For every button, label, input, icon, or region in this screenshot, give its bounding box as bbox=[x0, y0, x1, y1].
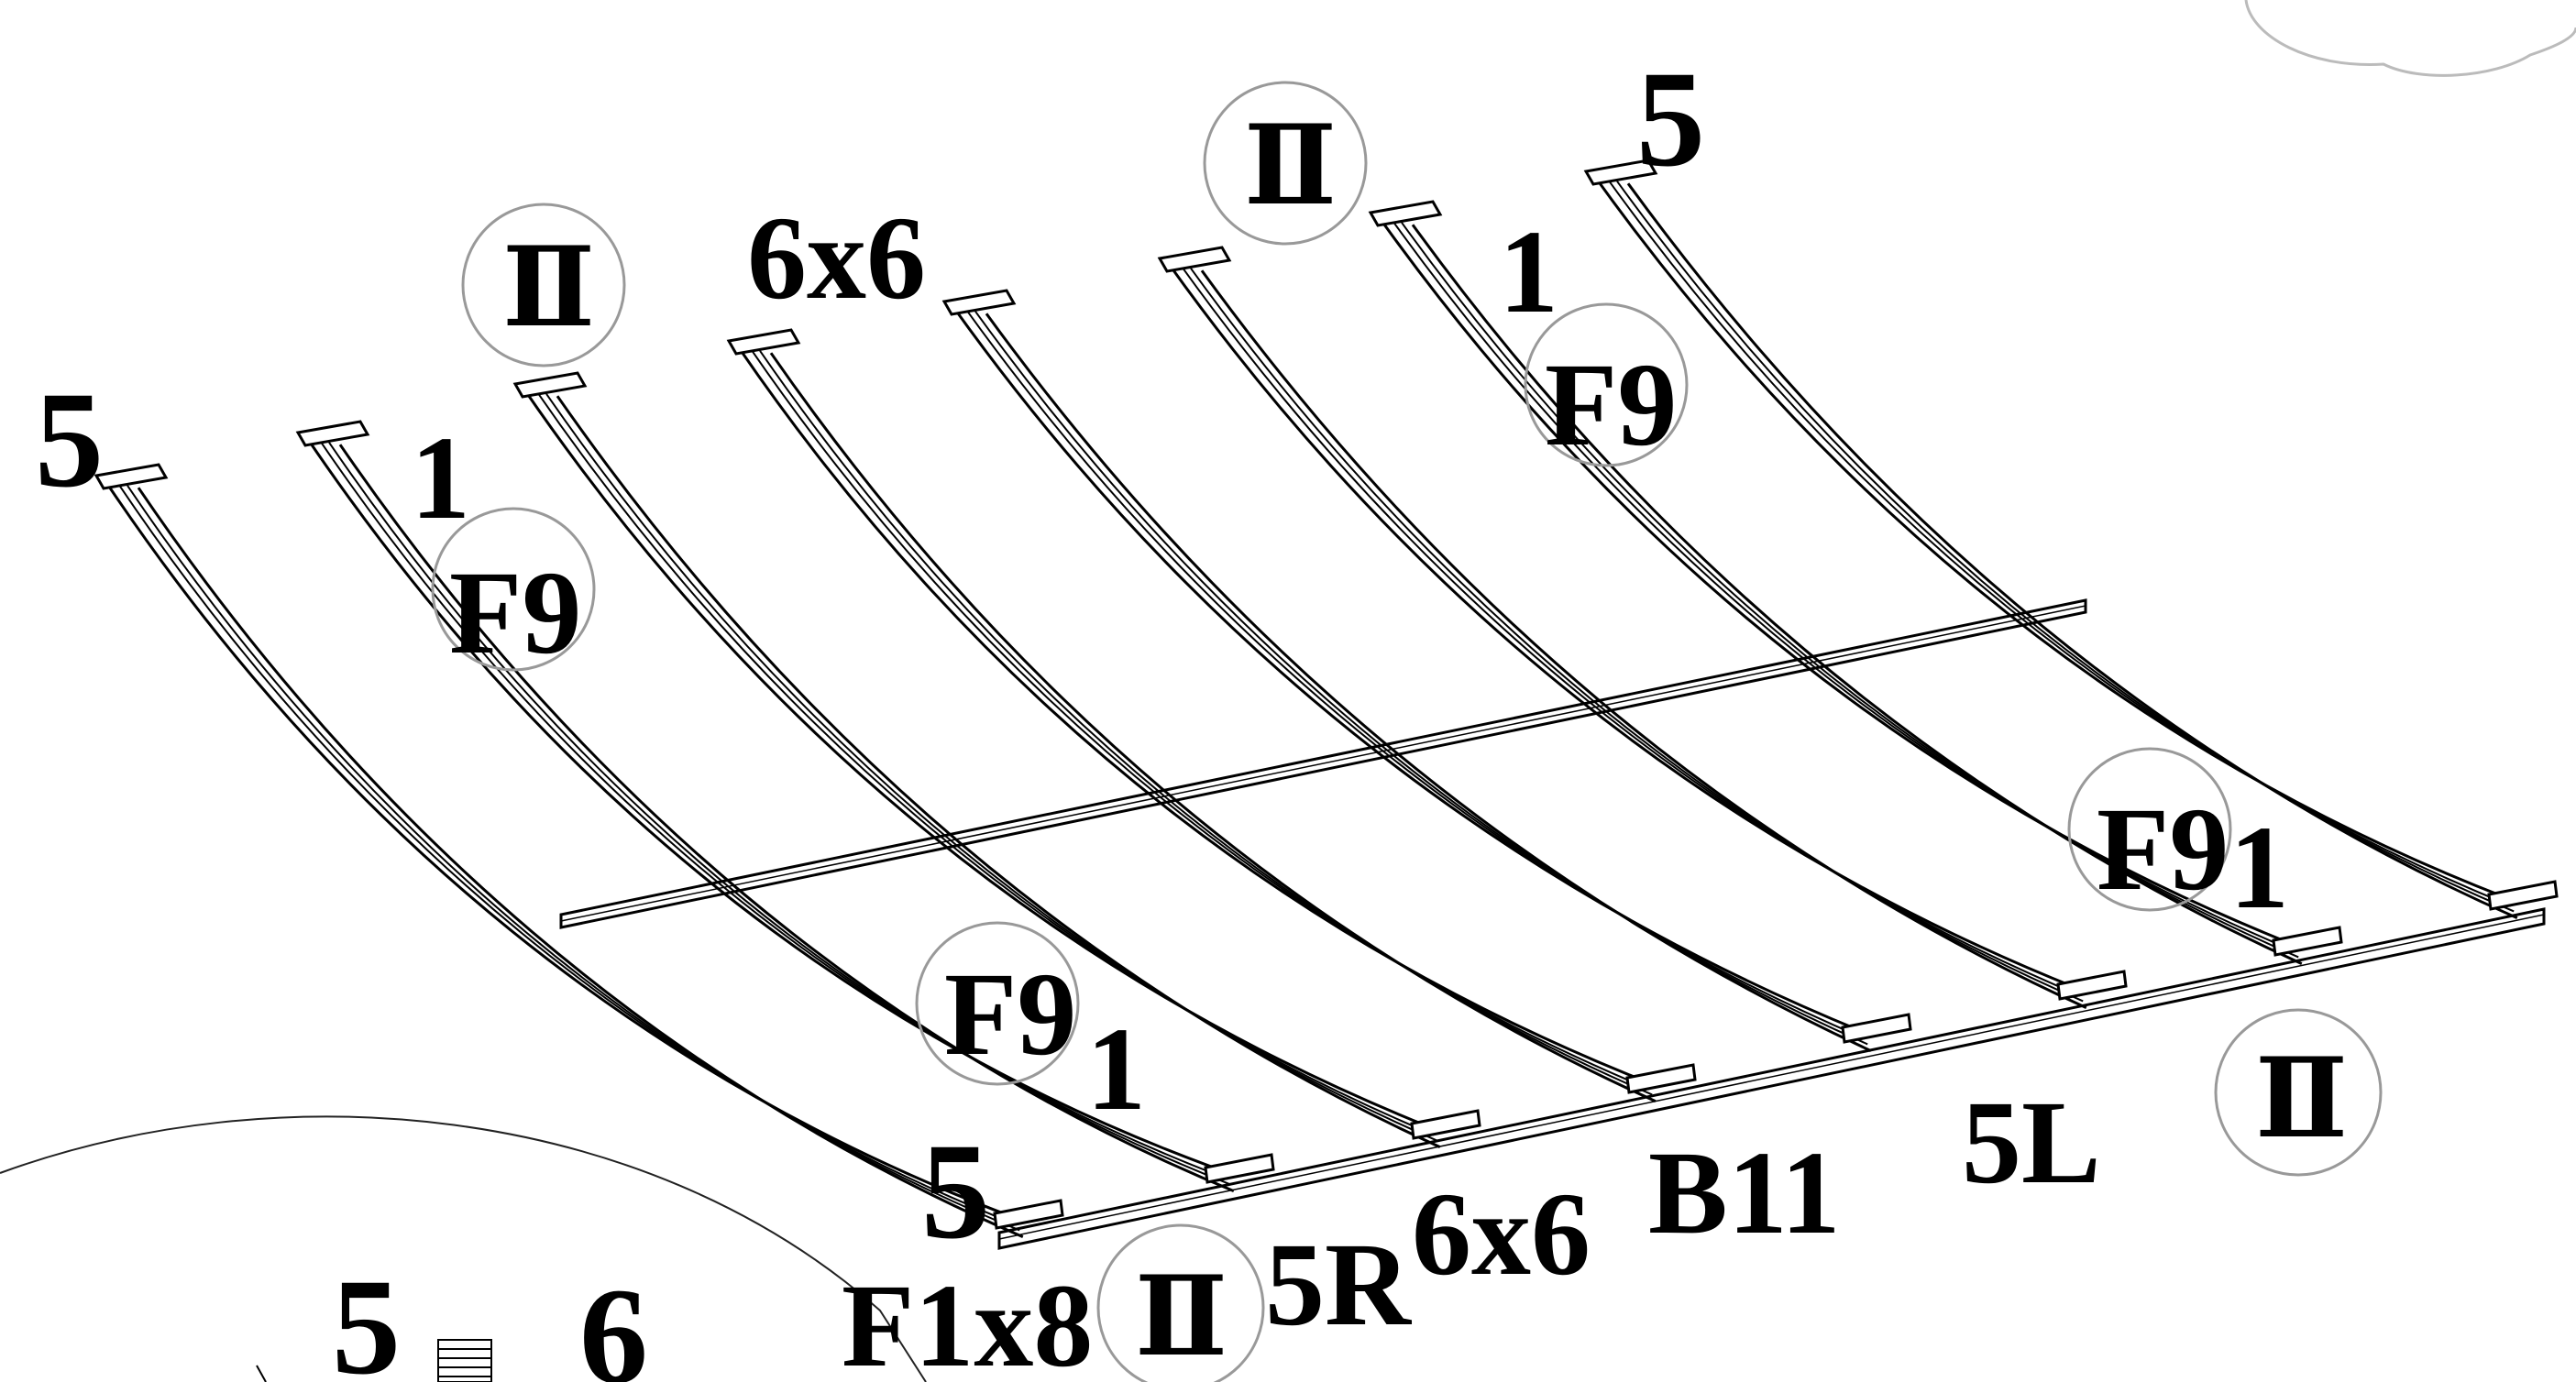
label-f9-right: F9 bbox=[2097, 784, 2229, 916]
rafter bbox=[726, 328, 1697, 1102]
callout-circle-ii-top-mid bbox=[1203, 81, 1368, 246]
label-6x6-top: 6x6 bbox=[747, 192, 926, 324]
rafter-top-bracket bbox=[1583, 159, 1658, 186]
callout-circle-ii-top-left bbox=[461, 203, 626, 367]
rafter bbox=[94, 463, 1064, 1238]
callout-circle-ii-right bbox=[2214, 1008, 2383, 1177]
rafter-top-bracket bbox=[1368, 200, 1443, 227]
rafter bbox=[941, 289, 1912, 1052]
rafter-bottom-bracket bbox=[2487, 880, 2559, 911]
label-1-top-right: 1 bbox=[1499, 206, 1558, 338]
rafter bbox=[512, 371, 1481, 1148]
label-f9-left: F9 bbox=[449, 547, 581, 679]
rafter-bottom-bracket bbox=[1625, 1063, 1697, 1094]
rafter-bottom-bracket bbox=[1204, 1153, 1275, 1184]
label-f1x8: F1x8 bbox=[842, 1260, 1093, 1382]
rafter bbox=[1583, 159, 2559, 919]
rafter-top-bracket bbox=[295, 420, 370, 447]
detail-circle-arc bbox=[0, 1115, 927, 1382]
label-f9-bottom: F9 bbox=[944, 949, 1076, 1080]
rafter-bottom-bracket bbox=[1410, 1109, 1481, 1140]
callout-circle-f9-right bbox=[2067, 747, 2232, 912]
label-1-bottom: 1 bbox=[1086, 1004, 1146, 1135]
callout-circle-f9-bottom bbox=[915, 921, 1080, 1086]
cloud-outline bbox=[2244, 0, 2576, 77]
label-5-left: 5 bbox=[35, 364, 104, 516]
rafter-bottom-bracket bbox=[2272, 926, 2343, 957]
label-5-top-right: 5 bbox=[1636, 43, 1705, 195]
callout-circle-ii-bottom bbox=[1096, 1223, 1265, 1382]
cross-purlin bbox=[559, 598, 2087, 929]
rafter-top-bracket bbox=[512, 371, 588, 399]
rafter-top-bracket bbox=[94, 463, 169, 490]
label-6-corner: 6 bbox=[579, 1260, 648, 1382]
rafter-bottom-bracket bbox=[2056, 970, 2128, 1001]
label-b11: B11 bbox=[1648, 1127, 1841, 1259]
label-ii-bottom: Ⅱ bbox=[1135, 1252, 1227, 1381]
rafter-top-bracket bbox=[726, 328, 801, 356]
callout-circle-f9-top-right bbox=[1524, 302, 1689, 467]
rafter-top-bracket bbox=[941, 289, 1017, 316]
rafter-top-bracket bbox=[1157, 246, 1232, 273]
front-beam bbox=[997, 907, 2546, 1250]
label-f9-top-right: F9 bbox=[1545, 339, 1677, 471]
label-5-bottom: 5 bbox=[921, 1115, 990, 1267]
label-5-corner: 5 bbox=[332, 1251, 401, 1382]
rafters-group bbox=[94, 159, 2559, 1238]
rafter bbox=[1368, 200, 2343, 965]
bolt-icon bbox=[437, 1339, 492, 1382]
rafter-bottom-bracket bbox=[1841, 1013, 1912, 1044]
label-1-right: 1 bbox=[2229, 802, 2289, 934]
label-5l: 5L bbox=[1962, 1077, 2101, 1209]
label-ii-right: Ⅱ bbox=[2255, 1034, 2348, 1163]
label-5r: 5R bbox=[1265, 1219, 1413, 1351]
rafter-bottom-bracket bbox=[993, 1199, 1064, 1230]
label-ii-top-mid: Ⅱ bbox=[1244, 101, 1337, 230]
edge-mark bbox=[256, 1365, 267, 1382]
label-1-left: 1 bbox=[411, 412, 470, 544]
callout-circle-f9-left bbox=[431, 507, 596, 672]
rafter bbox=[1157, 246, 2128, 1009]
label-6x6-bottom: 6x6 bbox=[1412, 1168, 1591, 1300]
label-ii-top-left: Ⅱ bbox=[502, 223, 595, 352]
